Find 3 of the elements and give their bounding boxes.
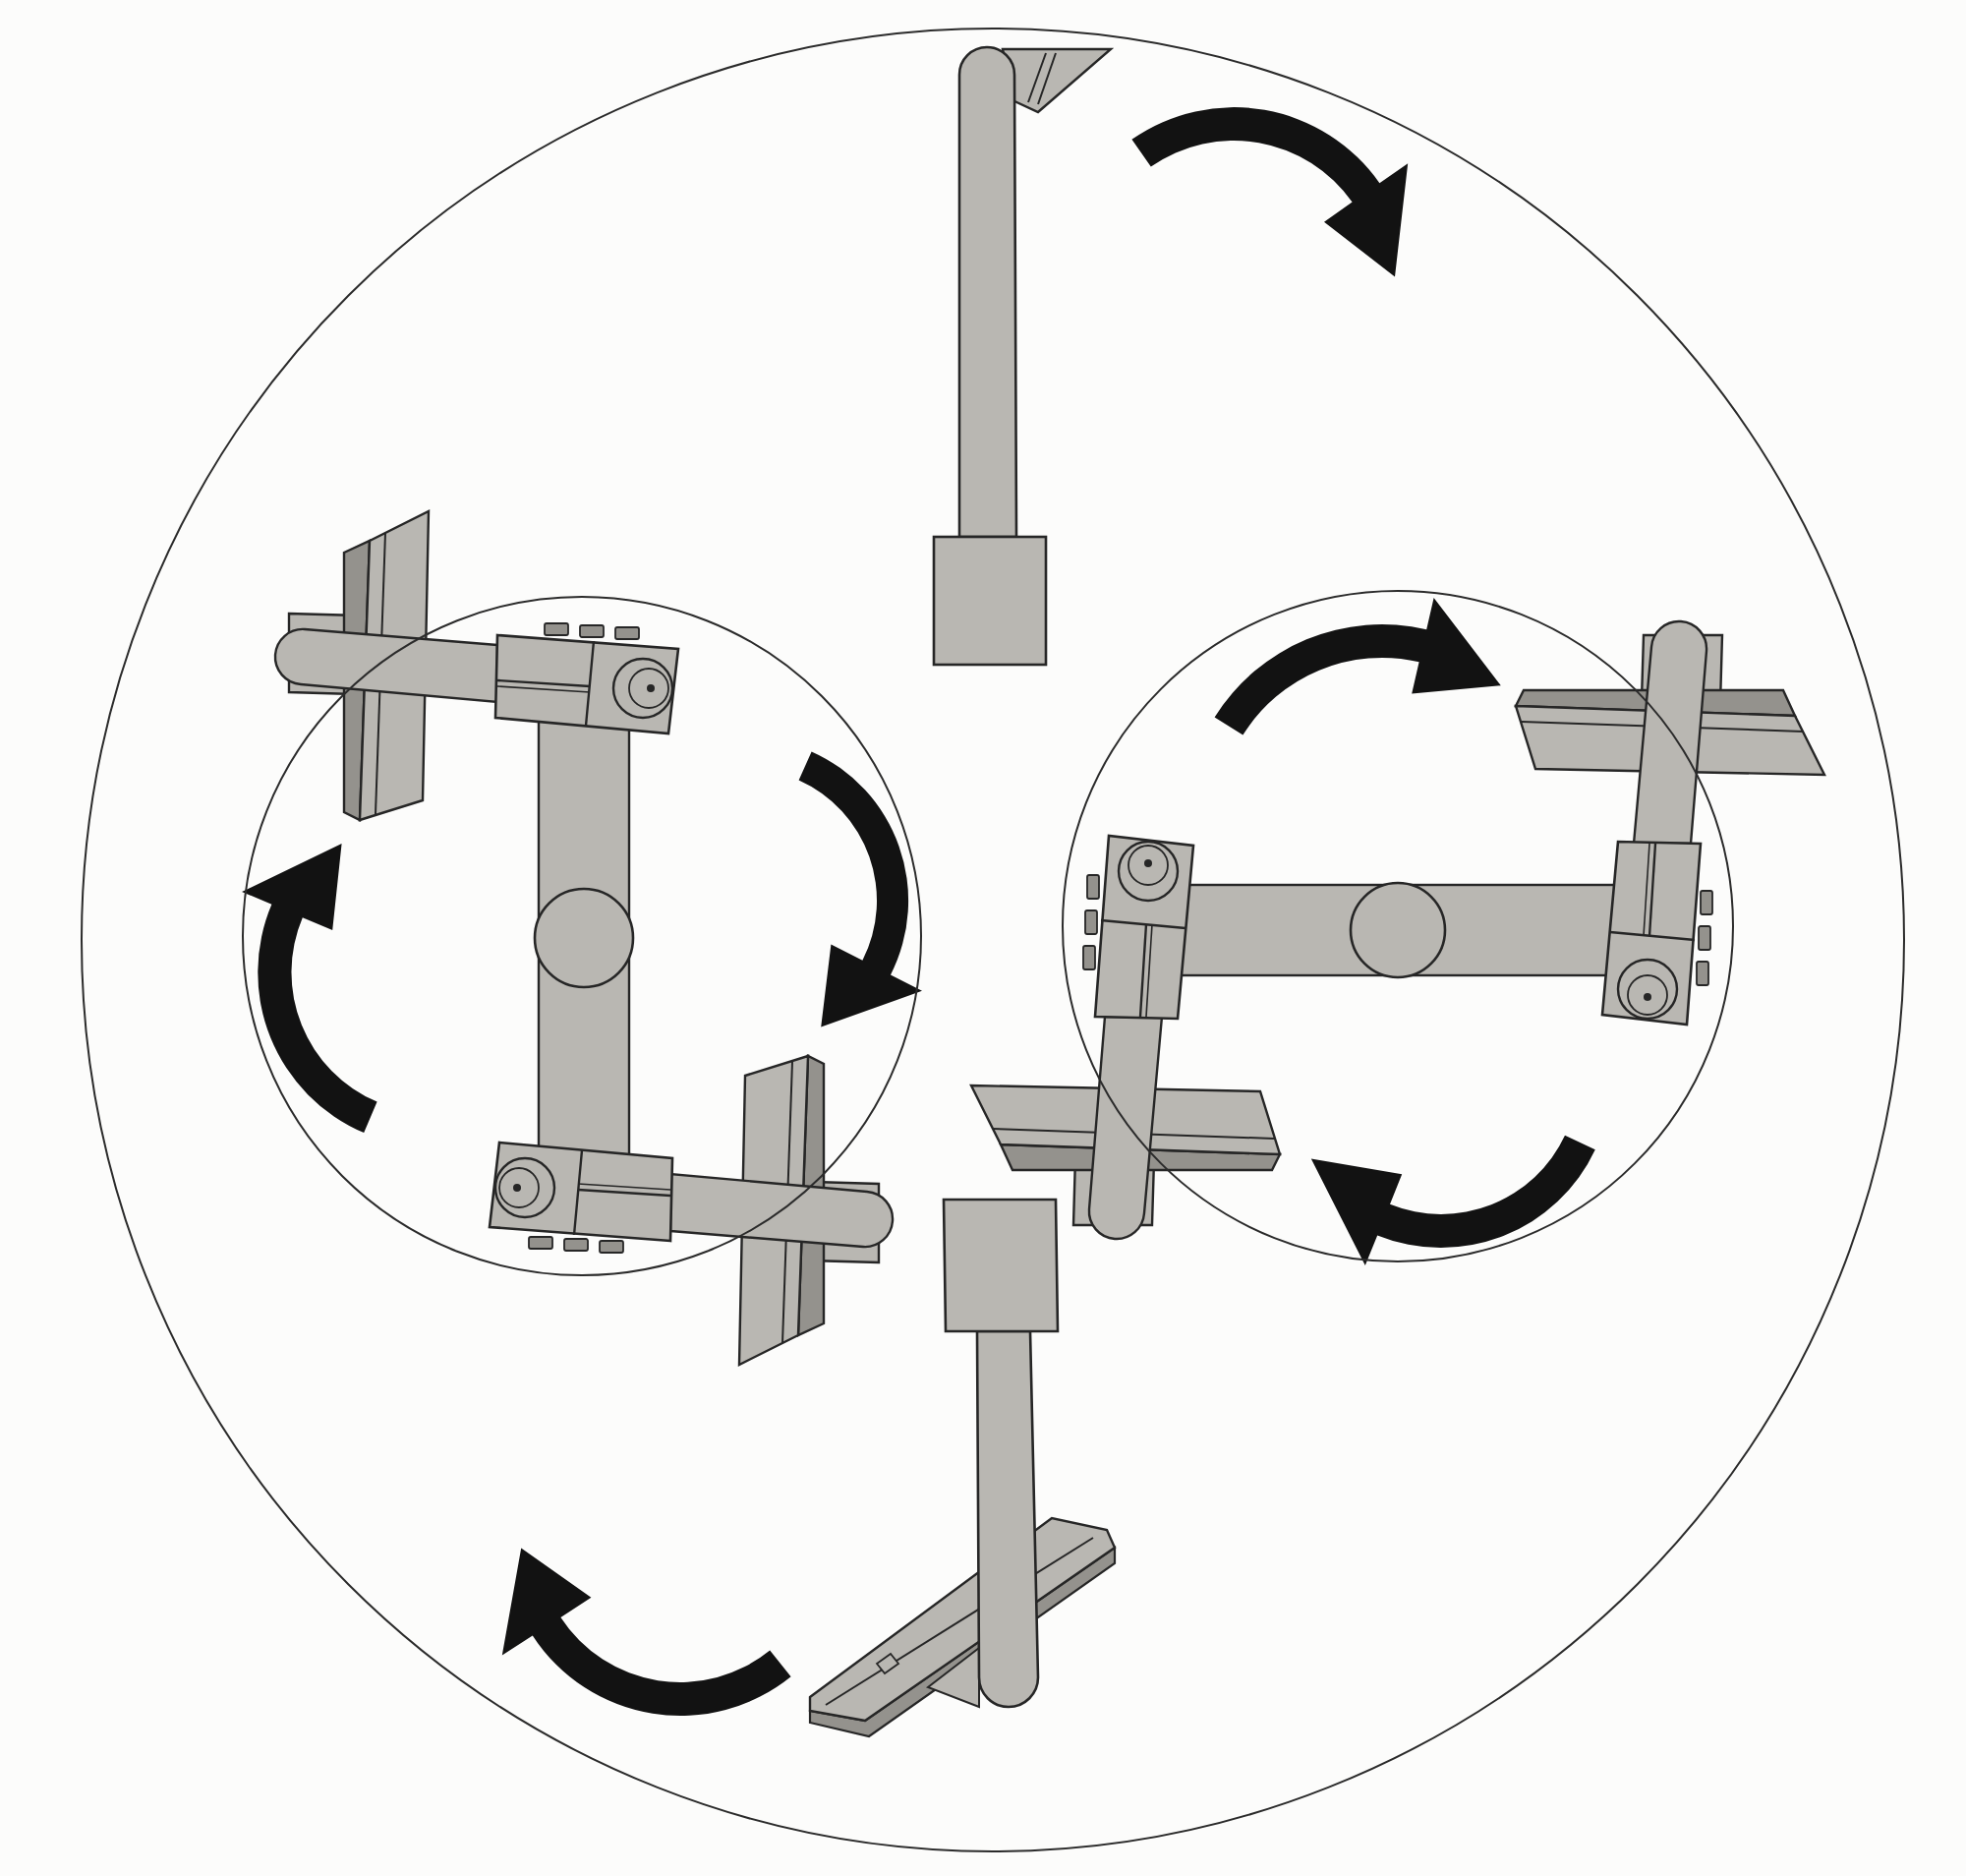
rotary-disc-circle (1061, 589, 1733, 1261)
rotary-disc-circle (241, 595, 921, 1275)
turntable-circle (81, 28, 1905, 1852)
